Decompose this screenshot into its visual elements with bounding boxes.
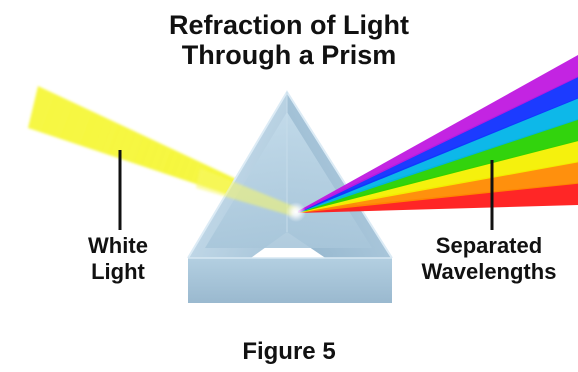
spectrum-band-7 [298,55,578,213]
entry-sparkle [286,202,306,222]
white-light-beam-on-prism [196,168,298,216]
title-line-1: Refraction of Light [169,10,409,40]
prism-front-face [205,112,372,248]
white-light-label-line-1: White [88,233,148,258]
separated-wavelengths-label-line-1: Separated [435,233,543,258]
separated-spectrum [298,55,578,214]
figure-caption: Figure 5 [242,338,336,365]
separated-wavelengths-label-line-2: Wavelengths [421,259,557,284]
white-light-label-line-2: Light [91,259,145,284]
title-line-2: Through a Prism [181,40,397,70]
prism-base [188,258,392,303]
